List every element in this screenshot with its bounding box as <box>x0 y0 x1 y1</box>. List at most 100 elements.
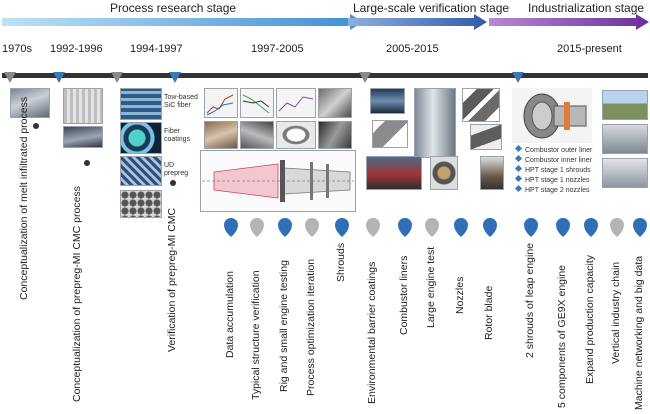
era-1997-2005: 1997-2005 <box>251 43 304 55</box>
map-pin-gray <box>250 218 264 237</box>
legend-item-3: HPT stage 1 nozzles <box>514 174 589 184</box>
pin-label: Rotor blade <box>483 285 495 340</box>
label-prepreg-mi-concept: Conceptualization of prepreg-MI CMC proc… <box>71 186 83 402</box>
marker-1992 <box>53 72 65 83</box>
map-pin-blue <box>398 218 412 237</box>
map-pin-gray <box>366 218 380 237</box>
ud-prepreg-caption: UD prepreg <box>164 162 189 177</box>
pin-label: Vertical industry chain <box>610 261 622 364</box>
chart-icon <box>242 94 270 114</box>
legend-item-1: Combustor inner liner <box>514 154 592 164</box>
prepreg-photo-2 <box>63 126 103 148</box>
pin-label: Combustor liners <box>398 255 410 335</box>
map-pin-blue <box>335 218 349 237</box>
factory-photo <box>602 90 648 120</box>
map-pin-blue <box>556 218 570 237</box>
combustor-liner-photo <box>414 88 456 158</box>
pin-label: Rig and small engine testing <box>278 260 290 392</box>
timeline <box>2 72 648 83</box>
component-photo-4 <box>318 121 352 149</box>
pin-label: Shrouds <box>335 242 347 282</box>
map-pin-blue <box>278 218 292 237</box>
pin-label: Expand production capacity <box>584 255 596 384</box>
charts-panel-3 <box>276 88 316 118</box>
legend-item-4: HPT stage 2 nozzles <box>514 184 589 194</box>
map-pin-gray <box>305 218 319 237</box>
photo-2005-1 <box>370 88 405 114</box>
jet-engine-cutaway <box>512 88 592 143</box>
pin-label: Machine networking and big data <box>633 255 645 410</box>
tow-sic-fiber-caption: Tow-based SiC fiber <box>164 94 198 109</box>
map-pin-gray <box>425 218 439 237</box>
rotor-blade-photo <box>480 156 504 190</box>
stage-arrows <box>2 14 649 30</box>
tow-sic-fiber-photo <box>120 88 162 120</box>
marker-2005 <box>359 72 371 83</box>
ud-prepreg-photo <box>120 156 162 186</box>
milestone-bullet <box>170 180 176 186</box>
map-pin-blue <box>483 218 497 237</box>
label-prepreg-mi-verification: Verification of prepreg-MI CMC <box>166 207 178 352</box>
chart-icon <box>278 96 314 112</box>
milestone-bullet <box>33 123 39 129</box>
timeline-bar <box>2 73 648 78</box>
pin-label: 5 components of GE9X engine <box>556 264 568 408</box>
map-pin-blue <box>633 218 647 237</box>
fiber-coatings-photo <box>120 122 162 154</box>
pin-label: 2 shrouds of leap engine <box>524 242 536 358</box>
map-pin-gray <box>610 218 624 237</box>
milestone-bullet <box>84 160 90 166</box>
map-pin-blue <box>454 218 468 237</box>
stage-label-industrialization: Industrialization stage <box>528 1 645 15</box>
stage-arrow-industrialization <box>489 14 649 30</box>
charts-panel-1 <box>204 88 238 118</box>
charts-panel-2 <box>240 88 274 118</box>
era-2005-2015: 2005-2015 <box>386 43 439 55</box>
engine-schematic <box>200 150 356 212</box>
era-1970s: 1970s <box>2 43 32 55</box>
map-pin-blue <box>524 218 538 237</box>
marker-1997 <box>169 72 181 83</box>
stage-label-large-scale-verification: Large-scale verification stage <box>353 1 510 15</box>
era-1992-1996: 1992-1996 <box>50 43 103 55</box>
map-pin-blue <box>224 218 238 237</box>
pin-label: Nozzles <box>454 276 466 314</box>
engine-test-photo <box>366 156 422 190</box>
melt-infiltrated-photo <box>10 88 50 118</box>
stage-label-process-research: Process research stage <box>110 1 237 15</box>
diamond-icon <box>514 144 523 153</box>
shroud-photo <box>372 120 408 148</box>
diamond-icon <box>514 174 523 183</box>
workshop-photo-2 <box>602 158 648 188</box>
jet-engine-icon <box>523 93 587 139</box>
pins <box>224 218 647 237</box>
pin-label: Large engine test <box>425 246 437 328</box>
marker-2015 <box>512 72 524 83</box>
pin-label: Data accumulation <box>224 271 236 358</box>
component-photo-1 <box>318 88 352 118</box>
stage-arrow-process-research <box>2 14 363 30</box>
pin-label: Typical structure verification <box>250 270 262 400</box>
component-photo-3 <box>240 121 274 149</box>
marker-1994 <box>111 72 123 83</box>
large-engine-photo <box>430 156 458 190</box>
component-photo-2 <box>204 121 238 149</box>
microstructure-photo <box>120 190 162 218</box>
stage-arrow-large-scale-verification <box>348 14 487 30</box>
chart-icon <box>206 94 234 116</box>
prepreg-photo-1 <box>63 88 103 124</box>
workshop-photo-1 <box>602 124 648 154</box>
pin-label: Environmental barrier coatings <box>366 261 378 404</box>
ring-component-photo <box>276 121 316 149</box>
diamond-icon <box>514 184 523 193</box>
label-melt-infiltrated: Conceptualization of melt infiltrated pr… <box>18 96 30 300</box>
era-2015-present: 2015-present <box>557 43 622 55</box>
fiber-coatings-caption: Fiber coatings <box>164 128 191 143</box>
legend-item-2: HPT stage 1 shrouds <box>514 164 591 174</box>
diamond-icon <box>514 164 523 173</box>
diamond-icon <box>514 154 523 163</box>
legend-item-0: Combustor outer liner <box>514 144 592 154</box>
pin-label: Process optimization iteration <box>305 258 317 396</box>
marker-1970s <box>4 72 16 83</box>
era-1994-1997: 1994-1997 <box>130 43 183 55</box>
